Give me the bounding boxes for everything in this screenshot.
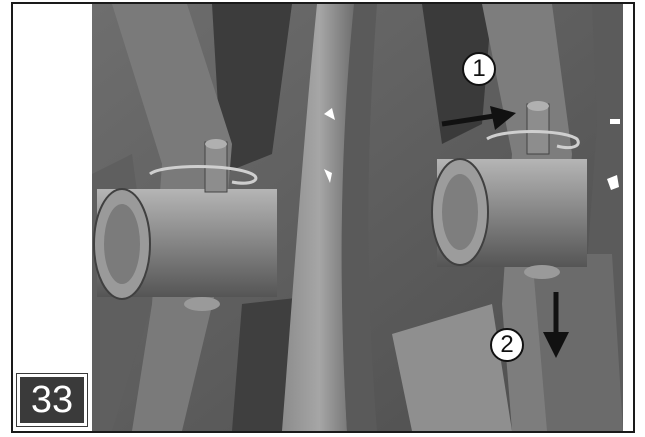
callout-2: 2 (490, 328, 524, 362)
arrow-down-icon (543, 292, 569, 358)
step-number-badge: 33 (16, 373, 88, 427)
mechanical-illustration (92, 4, 623, 431)
callout-1: 1 (462, 52, 496, 86)
arrow-right-icon (441, 106, 516, 130)
